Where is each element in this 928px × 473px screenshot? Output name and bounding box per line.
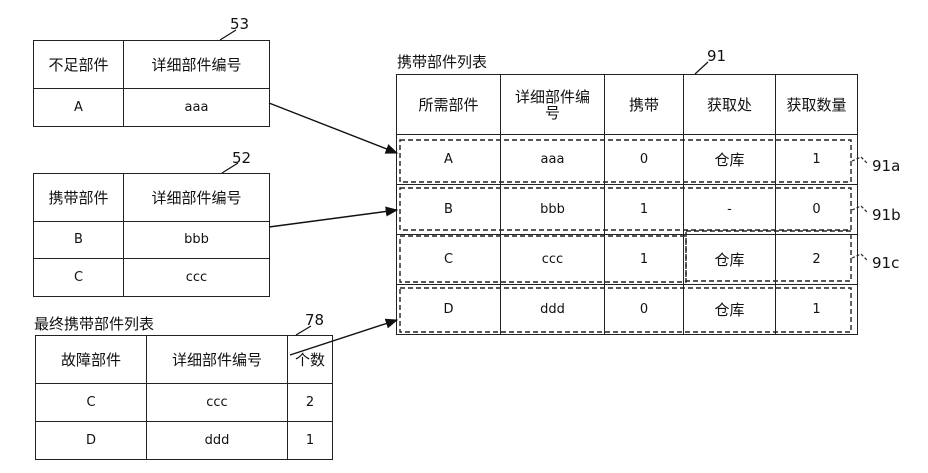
ref-53: 53 bbox=[230, 15, 249, 33]
cell: aaa bbox=[124, 89, 270, 127]
header-cell: 携带部件 bbox=[34, 174, 124, 222]
table-52: 携带部件 详细部件编号 B bbb C ccc bbox=[33, 173, 270, 297]
cell: 0 bbox=[605, 285, 684, 335]
cell: B bbox=[34, 222, 124, 259]
table-78-title: 最终携带部件列表 bbox=[34, 313, 154, 334]
cell: 2 bbox=[288, 384, 333, 422]
cell: 0 bbox=[605, 135, 684, 185]
cell: 仓库 bbox=[684, 235, 776, 285]
header-cell: 详细部件编号 bbox=[124, 41, 270, 89]
header-cell: 详细部件编号 bbox=[147, 336, 288, 384]
cell: D bbox=[397, 285, 501, 335]
header-cell: 携带 bbox=[605, 75, 684, 135]
cell: 0 bbox=[776, 185, 858, 235]
cell: 1 bbox=[776, 285, 858, 335]
ref-52: 52 bbox=[232, 149, 251, 167]
cell: aaa bbox=[501, 135, 605, 185]
ref-91a: 91a bbox=[872, 157, 900, 175]
ref-91b: 91b bbox=[872, 206, 901, 224]
cell: ddd bbox=[501, 285, 605, 335]
cell: bbb bbox=[501, 185, 605, 235]
table-78: 故障部件 详细部件编号 个数 C ccc 2 D ddd 1 bbox=[35, 335, 333, 460]
cell: C bbox=[34, 259, 124, 297]
cell: - bbox=[684, 185, 776, 235]
cell: A bbox=[397, 135, 501, 185]
cell: 1 bbox=[605, 235, 684, 285]
cell: C bbox=[36, 384, 147, 422]
table-53: 不足部件 详细部件编号 A aaa bbox=[33, 40, 270, 127]
cell: ccc bbox=[501, 235, 605, 285]
cell: ccc bbox=[124, 259, 270, 297]
cell: 仓库 bbox=[684, 285, 776, 335]
cell: C bbox=[397, 235, 501, 285]
header-cell: 详细部件编号 bbox=[124, 174, 270, 222]
cell: B bbox=[397, 185, 501, 235]
ref-91c: 91c bbox=[872, 254, 899, 272]
cell: D bbox=[36, 422, 147, 460]
cell: 1 bbox=[288, 422, 333, 460]
arrow-53-to-91a bbox=[269, 103, 397, 153]
table-91-title: 携带部件列表 bbox=[397, 51, 487, 72]
cell: 1 bbox=[776, 135, 858, 185]
header-cell: 个数 bbox=[288, 336, 333, 384]
table-91: 所需部件 详细部件编号 携带 获取处 获取数量 A aaa 0 仓库 1 B b… bbox=[396, 74, 858, 335]
header-cell: 获取处 bbox=[684, 75, 776, 135]
cell: 1 bbox=[605, 185, 684, 235]
cell: A bbox=[34, 89, 124, 127]
cell: ccc bbox=[147, 384, 288, 422]
cell: ddd bbox=[147, 422, 288, 460]
header-cell: 详细部件编号 bbox=[501, 75, 605, 135]
cell: 仓库 bbox=[684, 135, 776, 185]
header-cell: 获取数量 bbox=[776, 75, 858, 135]
header-cell: 所需部件 bbox=[397, 75, 501, 135]
header-cell: 不足部件 bbox=[34, 41, 124, 89]
arrow-52-to-91b bbox=[269, 210, 397, 227]
cell: bbb bbox=[124, 222, 270, 259]
cell: 2 bbox=[776, 235, 858, 285]
ref-91: 91 bbox=[707, 47, 726, 65]
ref-78: 78 bbox=[305, 311, 324, 329]
header-cell: 故障部件 bbox=[36, 336, 147, 384]
